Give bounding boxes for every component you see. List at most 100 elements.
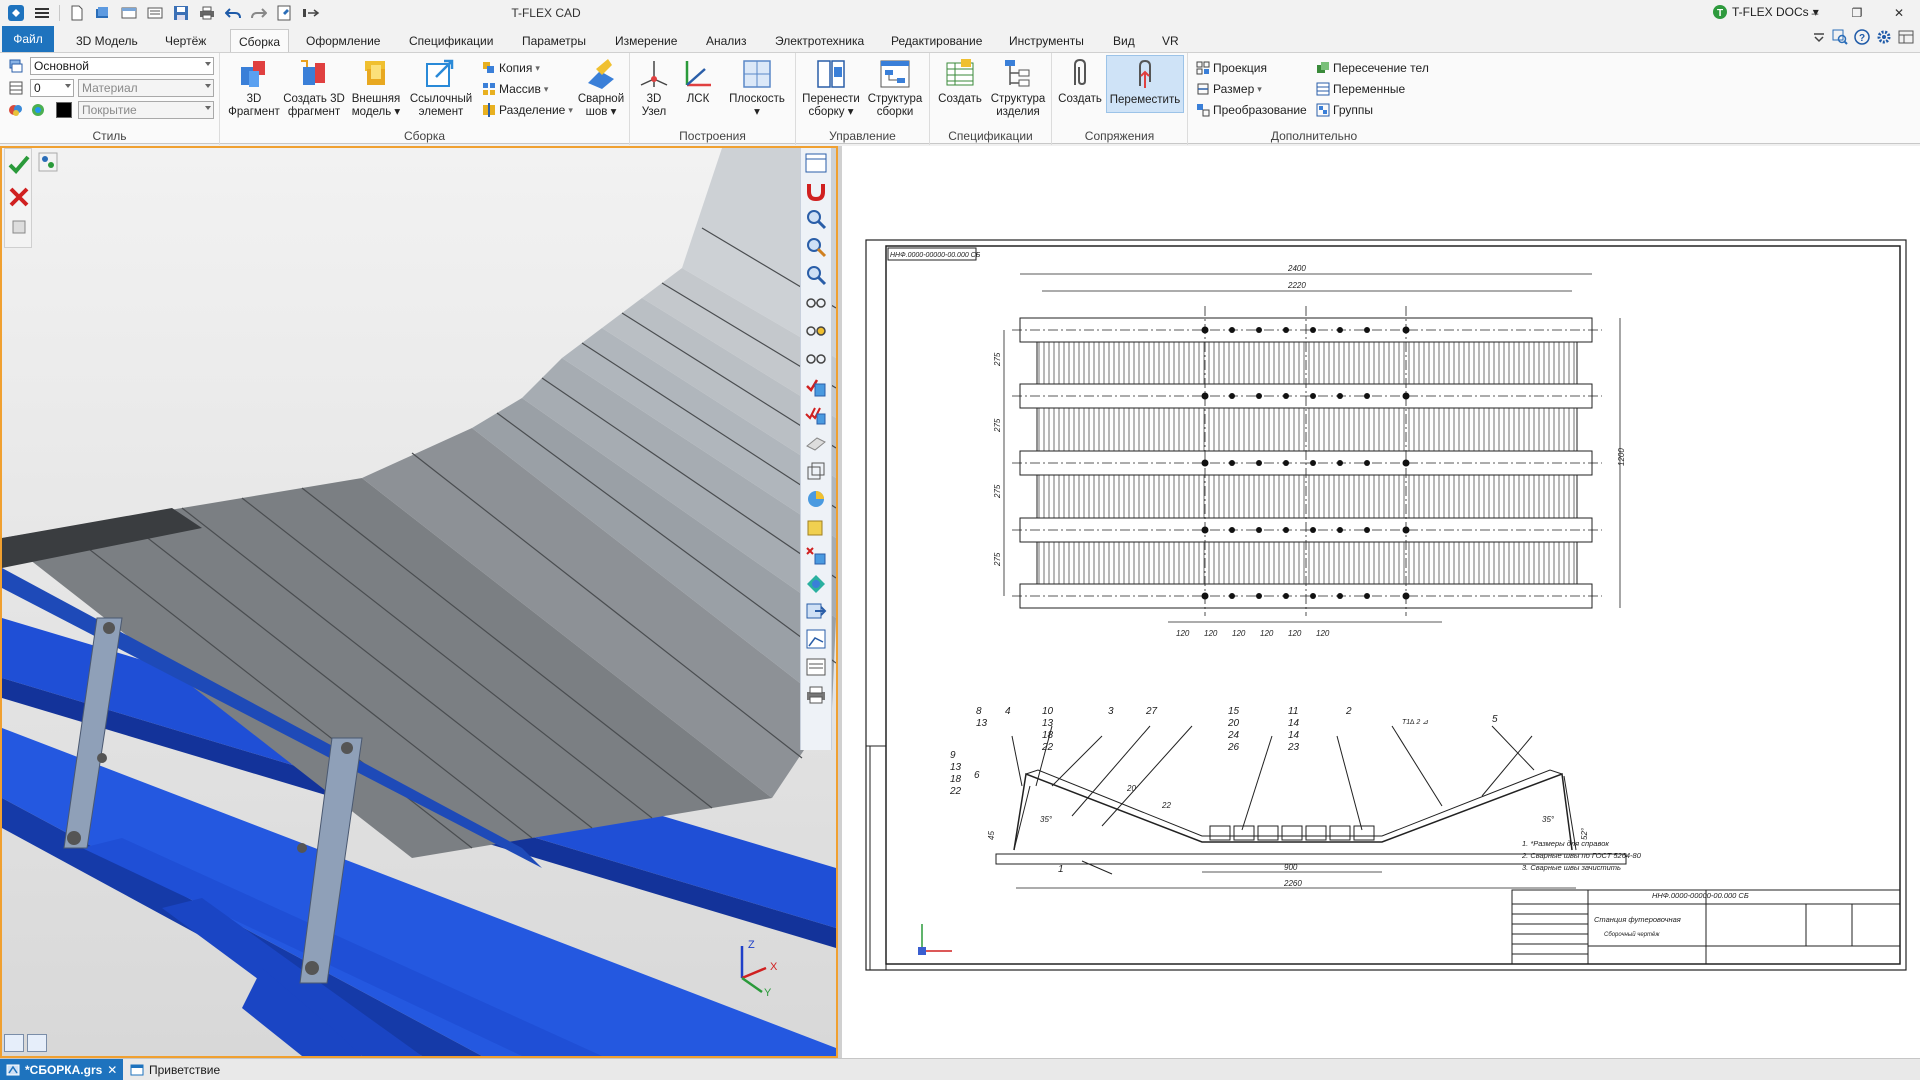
- variables-button[interactable]: Переменные: [1316, 80, 1405, 98]
- array-button[interactable]: Массив ▾: [482, 80, 548, 98]
- new-file-icon[interactable]: [65, 2, 89, 24]
- create-3d-fragment-button[interactable]: Создать 3D фрагмент: [282, 57, 346, 119]
- cancel-icon[interactable]: [7, 185, 31, 209]
- print-preview-icon[interactable]: [143, 2, 167, 24]
- settings-gear-icon[interactable]: [1876, 29, 1892, 45]
- print-icon[interactable]: [195, 2, 219, 24]
- split-view-button[interactable]: [4, 1034, 24, 1052]
- section-plane-icon[interactable]: [802, 430, 830, 456]
- menu-icon[interactable]: [30, 2, 54, 24]
- close-icon[interactable]: ✕: [107, 1062, 118, 1077]
- tab-analysis[interactable]: Анализ: [706, 34, 747, 48]
- weld-button[interactable]: Сварной шов ▾: [576, 57, 626, 119]
- regenerate-icon[interactable]: [273, 2, 297, 24]
- dim-text: 2260: [1283, 879, 1302, 888]
- save-icon[interactable]: [169, 2, 193, 24]
- camera-icon[interactable]: [802, 626, 830, 652]
- material-combo[interactable]: Материал: [78, 79, 214, 97]
- assembly-structure-button[interactable]: Структура сборки: [864, 57, 926, 119]
- view-layout-icon[interactable]: [802, 150, 830, 176]
- redo-icon[interactable]: [247, 2, 271, 24]
- tabbed-view-button[interactable]: [27, 1034, 47, 1052]
- reference-element-button[interactable]: Ссылочный элемент: [406, 57, 476, 119]
- zoom-window-icon[interactable]: [802, 234, 830, 260]
- exploded-icon[interactable]: [802, 542, 830, 568]
- help-icon[interactable]: ?: [1854, 29, 1870, 45]
- dimension-button[interactable]: Размер ▾: [1196, 80, 1262, 98]
- chevron-down-icon[interactable]: [1812, 30, 1826, 44]
- tab-design[interactable]: Оформление: [306, 34, 381, 48]
- glasses-icon[interactable]: [802, 290, 830, 316]
- zoom-fit-icon[interactable]: [802, 262, 830, 288]
- magnet-snap-icon[interactable]: [802, 178, 830, 204]
- wireframe-cube-icon[interactable]: [802, 458, 830, 484]
- create-spec-button[interactable]: Создать: [934, 57, 986, 106]
- tab-vr[interactable]: VR: [1162, 34, 1179, 48]
- lcs-button[interactable]: ЛСК: [678, 57, 718, 106]
- product-structure-button[interactable]: Структура изделия: [988, 57, 1048, 119]
- tab-measurement[interactable]: Измерение: [615, 34, 678, 48]
- zoom-in-icon[interactable]: [802, 206, 830, 232]
- panels-icon[interactable]: [1898, 29, 1914, 45]
- glasses-hide-icon[interactable]: [802, 346, 830, 372]
- 2d-drawing-viewport[interactable]: ННФ.0000-00000-00.000 СБ: [842, 146, 1920, 1058]
- body-intersection-button[interactable]: Пересечение тел: [1316, 59, 1429, 77]
- fragment-3d-button[interactable]: 3D Фрагмент: [228, 57, 280, 119]
- tab-editing[interactable]: Редактирование: [891, 34, 983, 48]
- selector-icon[interactable]: [38, 152, 58, 172]
- glasses-filter-icon[interactable]: [802, 318, 830, 344]
- tab-tools[interactable]: Инструменты: [1009, 34, 1084, 48]
- view-splitter[interactable]: [838, 146, 842, 1058]
- close-button[interactable]: ✕: [1893, 6, 1905, 20]
- measure-icon[interactable]: [299, 2, 323, 24]
- open-icon[interactable]: [91, 2, 115, 24]
- show-all-icon[interactable]: [802, 402, 830, 428]
- layer-combo[interactable]: Основной: [30, 57, 214, 75]
- new-window-icon[interactable]: [117, 2, 141, 24]
- doc-tab-welcome[interactable]: Приветствие: [124, 1059, 226, 1080]
- color-palette-icon[interactable]: [8, 102, 24, 118]
- move-assembly-button[interactable]: Перенести сборку ▾: [800, 57, 862, 119]
- shaded-sphere-icon[interactable]: [802, 486, 830, 512]
- copy-button[interactable]: Копия ▾: [482, 59, 540, 77]
- doc-tab-assembly[interactable]: *СБОРКА.grs ✕: [0, 1059, 124, 1080]
- tab-specifications[interactable]: Спецификации: [409, 34, 494, 48]
- options-icon[interactable]: [11, 219, 27, 235]
- printer-icon[interactable]: [802, 682, 830, 708]
- 3d-viewport[interactable]: Z X Y: [0, 146, 838, 1058]
- docs-launcher[interactable]: T T-FLEX DOCs ▾: [1712, 4, 1819, 20]
- view-direction-icon[interactable]: [802, 598, 830, 624]
- level-icon[interactable]: [8, 80, 24, 96]
- show-body-icon[interactable]: [802, 374, 830, 400]
- level-spinner[interactable]: 0: [30, 79, 74, 97]
- minimize-button[interactable]: –: [1811, 6, 1819, 20]
- tab-assembly[interactable]: Сборка: [230, 29, 290, 53]
- restore-button[interactable]: ❐: [1851, 6, 1863, 20]
- tab-file[interactable]: Файл: [2, 26, 54, 52]
- node-3d-button[interactable]: 3D Узел: [634, 57, 674, 119]
- tab-electrical[interactable]: Электротехника: [775, 34, 865, 48]
- color-picker-icon[interactable]: [30, 102, 46, 118]
- tab-drawing[interactable]: Чертёж: [165, 34, 207, 48]
- layers-icon[interactable]: [8, 58, 24, 74]
- projection-button[interactable]: Проекция: [1196, 59, 1267, 77]
- plane-button[interactable]: Плоскость ▾: [724, 57, 790, 119]
- transform-button[interactable]: Преобразование: [1196, 101, 1307, 119]
- external-model-button[interactable]: Внешняя модель ▾: [348, 57, 404, 119]
- split-button[interactable]: Разделение ▾: [482, 101, 573, 119]
- render-icon[interactable]: [802, 570, 830, 596]
- tab-view[interactable]: Вид: [1113, 34, 1135, 48]
- coating-combo[interactable]: Покрытие: [78, 101, 214, 119]
- undo-icon[interactable]: [221, 2, 245, 24]
- search-icon[interactable]: [1832, 29, 1848, 45]
- groups-button[interactable]: Группы: [1316, 101, 1373, 119]
- shaded-cube-icon[interactable]: [802, 514, 830, 540]
- tab-3d-model[interactable]: 3D Модель: [76, 34, 138, 48]
- properties-icon[interactable]: [802, 654, 830, 680]
- checkmark-icon[interactable]: [7, 153, 31, 177]
- create-mate-button[interactable]: Создать: [1056, 57, 1104, 106]
- move-mate-button[interactable]: Переместить: [1106, 55, 1184, 113]
- app-logo-icon[interactable]: [4, 2, 28, 24]
- color-swatch[interactable]: [56, 102, 72, 118]
- tab-parameters[interactable]: Параметры: [522, 34, 586, 48]
